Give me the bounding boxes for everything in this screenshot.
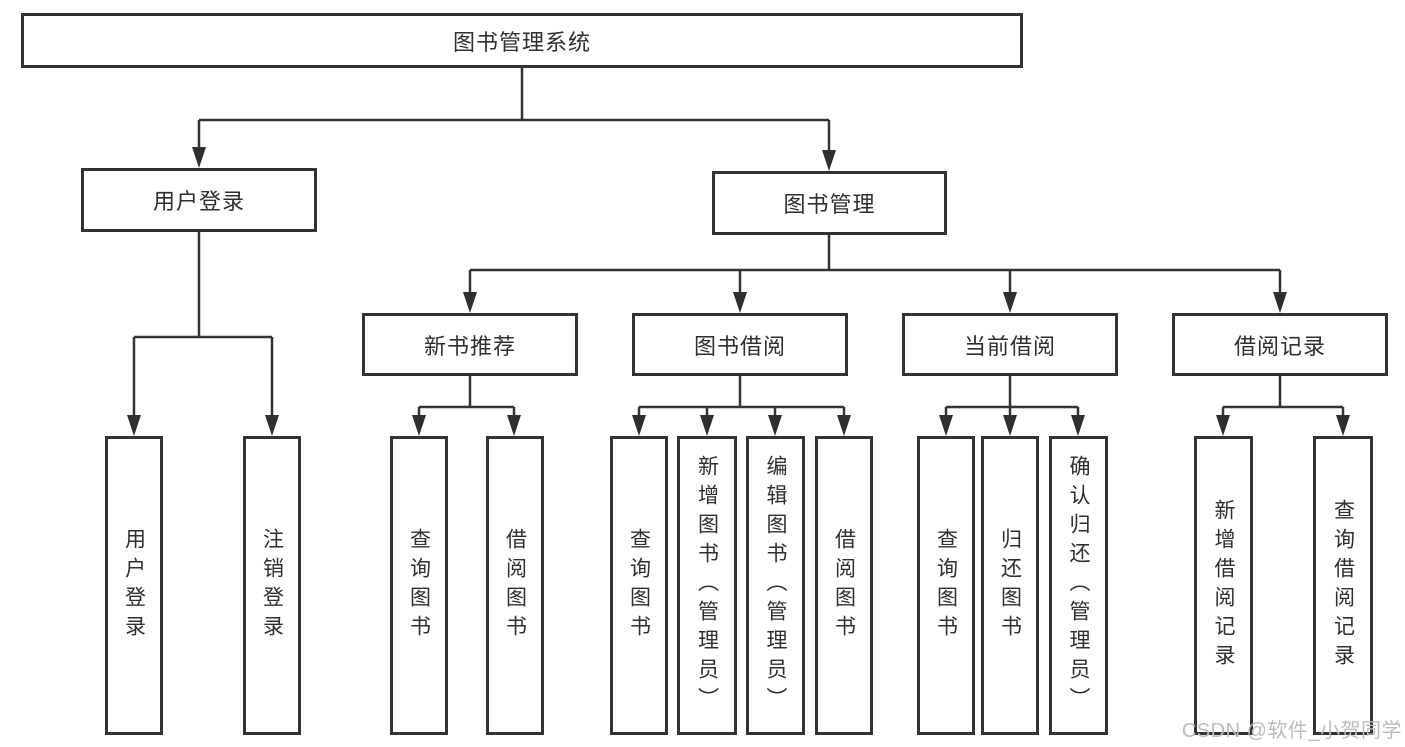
- arrow-icon: [939, 415, 953, 436]
- leaf-label: 查询借阅记录: [1331, 498, 1356, 673]
- node-label: 当前借阅: [963, 333, 1056, 359]
- arrow-icon: [1336, 415, 1350, 436]
- arrow-icon: [192, 147, 206, 168]
- node-label: 用户登录: [152, 189, 245, 214]
- leaf-label: 查询图书: [934, 527, 959, 644]
- arrow-icon: [1273, 292, 1287, 313]
- leaf-query-borrow-record: 查询借阅记录: [1313, 436, 1373, 735]
- node-new-book-recommendation: 新书推荐: [362, 313, 578, 376]
- node-book-borrowing: 图书借阅: [632, 313, 848, 376]
- leaf-logout: 注销登录: [243, 436, 301, 735]
- leaf-add-borrow-record: 新增借阅记录: [1194, 436, 1253, 735]
- arrow-icon: [837, 415, 851, 436]
- arrow-icon: [700, 415, 714, 436]
- leaf-label: 确认归还（管理员）: [1067, 455, 1091, 716]
- leaf-return-books: 归还图书: [981, 436, 1039, 735]
- leaf-label: 查询图书: [627, 527, 652, 644]
- leaf-query-books-2: 查询图书: [610, 436, 668, 735]
- arrow-icon: [1003, 292, 1017, 313]
- leaf-borrow-books-2: 借阅图书: [815, 436, 873, 735]
- leaf-query-books-3: 查询图书: [917, 436, 975, 735]
- arrow-icon: [768, 415, 782, 436]
- leaf-query-books-1: 查询图书: [390, 436, 448, 735]
- arrow-icon: [1003, 415, 1017, 436]
- node-label: 借阅记录: [1233, 333, 1326, 359]
- leaf-label: 借阅图书: [832, 527, 857, 644]
- leaf-label: 新增图书（管理员）: [695, 455, 720, 716]
- arrow-icon: [265, 415, 279, 436]
- node-label: 新书推荐: [423, 333, 516, 359]
- arrow-icon: [412, 415, 426, 436]
- leaf-confirm-return-admin: 确认归还（管理员）: [1049, 436, 1108, 735]
- leaf-edit-books-admin: 编辑图书（管理员）: [746, 436, 805, 735]
- leaf-label: 借阅图书: [503, 527, 528, 644]
- arrow-icon: [632, 415, 646, 436]
- node-label: 图书管理系统: [452, 29, 591, 55]
- node-current-borrowing: 当前借阅: [902, 313, 1118, 376]
- arrow-icon: [733, 292, 747, 313]
- arrow-icon: [463, 292, 477, 313]
- arrow-icon: [507, 415, 521, 436]
- node-library-management-system: 图书管理系统: [21, 13, 1023, 68]
- leaf-label: 归还图书: [998, 527, 1023, 644]
- node-user-login: 用户登录: [81, 168, 317, 232]
- arrow-icon: [127, 415, 141, 436]
- node-book-management: 图书管理: [712, 171, 947, 235]
- watermark: CSDN @软件_小贺同学: [1181, 720, 1402, 742]
- leaf-label: 注销登录: [260, 527, 285, 644]
- arrow-icon: [822, 150, 836, 171]
- arrow-icon: [1071, 415, 1085, 436]
- leaf-label: 编辑图书（管理员）: [764, 455, 788, 716]
- node-borrowing-records: 借阅记录: [1172, 313, 1388, 376]
- leaf-label: 用户登录: [122, 527, 147, 644]
- node-label: 图书借阅: [693, 333, 786, 359]
- node-label: 图书管理: [783, 192, 876, 217]
- leaf-add-books-admin: 新增图书（管理员）: [677, 436, 737, 735]
- leaf-user-login: 用户登录: [105, 436, 163, 735]
- arrow-icon: [1216, 415, 1230, 436]
- leaf-label: 新增借阅记录: [1212, 498, 1236, 673]
- leaf-borrow-books-1: 借阅图书: [486, 436, 544, 735]
- leaf-label: 查询图书: [407, 527, 432, 644]
